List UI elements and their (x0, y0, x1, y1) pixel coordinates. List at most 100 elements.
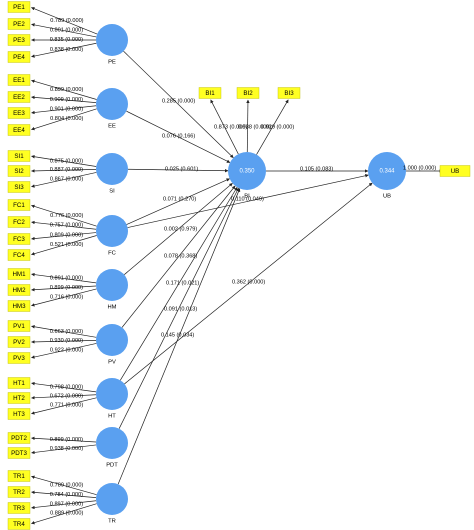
loading-arrow-ee1 (31, 79, 97, 100)
construct-label-fc: FC (108, 251, 116, 257)
construct-node-tr (96, 483, 128, 515)
path-coefficient-pv-bi: 0.078 (0.368) (164, 253, 197, 259)
loading-arrow-tr4 (31, 503, 97, 525)
loading-arrow-si3 (31, 172, 97, 188)
loading-arrow-fc1 (31, 204, 97, 227)
indicator-label-si2: SI2 (14, 168, 24, 175)
indicator-box-ht2 (7, 392, 31, 404)
loading-value-pe4: 0.838 (0.000) (50, 47, 83, 53)
loading-arrow-ee2 (31, 95, 97, 103)
indicator-box-fc3 (7, 233, 31, 245)
path-coefficient-ht-bi: 0.171 (0.021) (166, 280, 199, 286)
loading-arrow-pe4 (31, 42, 97, 58)
loading-value-tr3: 0.897 (0.000) (50, 501, 83, 507)
path-arrow-ht-ub (124, 182, 373, 385)
indicator-box-hm2 (7, 284, 31, 296)
indicator-label-fc2: FC2 (13, 219, 25, 226)
path-arrow-fc-bi (126, 178, 230, 225)
loading-value-hm3: 0.716 (0.000) (50, 294, 83, 300)
path-coefficient-ht-ub: 0.362 (0.000) (232, 279, 265, 285)
construct-node-si (96, 153, 128, 185)
indicator-box-pv3 (7, 352, 31, 364)
loading-arrow-bi2 (246, 99, 250, 153)
construct-node-ht (96, 378, 128, 410)
construct-node-ub (368, 152, 406, 190)
loading-arrow-tr2 (31, 490, 97, 498)
loading-arrow-pdt2 (31, 436, 97, 443)
indicator-label-hm1: HM1 (12, 271, 26, 278)
loading-value-bi2: 0.938 (0.000) (238, 124, 271, 130)
loading-arrow-fc2 (31, 220, 97, 230)
loading-value-tr1: 0.789 (0.000) (50, 483, 83, 489)
loading-arrow-si2 (31, 169, 97, 173)
construct-label-tr: TR (108, 519, 116, 525)
indicator-box-ee3 (7, 107, 31, 119)
path-coefficient-fc-ub: 0.110 (0.049) (231, 196, 264, 202)
indicator-label-tr4: TR4 (13, 521, 25, 528)
loading-arrow-ht2 (31, 394, 97, 400)
path-coefficient-fc-bi: 0.071 (0.270) (163, 196, 196, 202)
loading-arrow-pdt3 (31, 444, 97, 455)
loading-value-ub: 1.000 (0.000) (403, 165, 436, 171)
loading-arrow-si1 (31, 154, 97, 167)
loading-arrow-hm1 (31, 272, 97, 284)
indicator-label-pv3: PV3 (13, 355, 25, 362)
loading-value-pe3: 0.835 (0.000) (50, 37, 83, 43)
r-squared-ub: 0.344 (379, 169, 395, 175)
loading-arrow-fc3 (31, 232, 97, 241)
indicator-box-hm3 (7, 300, 31, 312)
loading-arrow-hm2 (31, 285, 97, 292)
loading-arrow-tr3 (31, 500, 97, 510)
indicator-box-tr1 (7, 470, 31, 482)
loading-arrow-ht1 (31, 381, 97, 393)
loading-value-si1: 0.875 (0.000) (50, 158, 83, 164)
path-coefficient-pdt-bi: 0.091 (0.013) (164, 306, 197, 312)
indicator-label-fc1: FC1 (13, 202, 25, 209)
construct-label-pe: PE (108, 60, 116, 66)
indicator-label-ht2: HT2 (13, 395, 25, 402)
indicator-box-pe2 (7, 18, 31, 30)
loading-value-pv1: 0.663 (0.000) (50, 329, 83, 335)
path-arrow-pv-bi (121, 185, 236, 328)
indicator-label-ee1: EE1 (13, 77, 25, 84)
nodes-layer (7, 1, 471, 530)
indicator-label-pe1: PE1 (13, 4, 25, 11)
indicator-label-pv1: PV1 (13, 323, 25, 330)
loading-value-ee1: 0.899 (0.000) (50, 87, 83, 93)
indicator-box-si1 (7, 150, 31, 162)
construct-node-fc (96, 215, 128, 247)
path-coefficient-hm-bi: 0.002 (0.979) (164, 226, 197, 232)
indicator-box-bi2 (236, 87, 260, 99)
construct-node-bi (228, 152, 266, 190)
construct-label-ht: HT (108, 414, 116, 420)
path-coefficient-tr-bi: 0.145 (0.034) (161, 332, 194, 338)
indicator-box-si2 (7, 165, 31, 177)
path-coefficient-bi-ub: 0.105 (0.083) (300, 166, 333, 172)
indicator-box-tr2 (7, 486, 31, 498)
path-arrow-pdt-bi (118, 187, 239, 429)
loading-value-fc2: 0.757 (0.000) (50, 223, 83, 229)
loading-value-ht1: 0.798 (0.000) (50, 385, 83, 391)
loading-value-si2: 0.887 (0.000) (50, 167, 83, 173)
indicator-box-ee2 (7, 91, 31, 103)
loading-arrow-pv2 (31, 340, 97, 344)
loading-value-bi3: 0.929 (0.000) (261, 124, 294, 130)
indicator-label-hm3: HM3 (12, 303, 26, 310)
construct-node-pe (96, 24, 128, 56)
indicator-box-ee1 (7, 74, 31, 86)
indicator-label-fc4: FC4 (13, 252, 25, 259)
indicator-box-bi3 (277, 87, 301, 99)
loading-value-bi1: 0.873 (0.000) (214, 124, 247, 130)
loading-arrow-pv3 (31, 343, 97, 359)
loading-arrow-pe2 (31, 23, 97, 38)
indicator-label-hm2: HM2 (12, 287, 26, 294)
construct-label-bi: BI (244, 194, 250, 200)
loading-value-ee3: 0.901 (0.000) (50, 106, 83, 112)
indicator-box-fc2 (7, 216, 31, 228)
indicator-box-pv1 (7, 320, 31, 332)
construct-label-pdt: PDT (106, 463, 118, 469)
construct-label-pv: PV (108, 360, 116, 366)
path-coefficient-si-bi: 0.025 (0.601) (165, 166, 198, 172)
